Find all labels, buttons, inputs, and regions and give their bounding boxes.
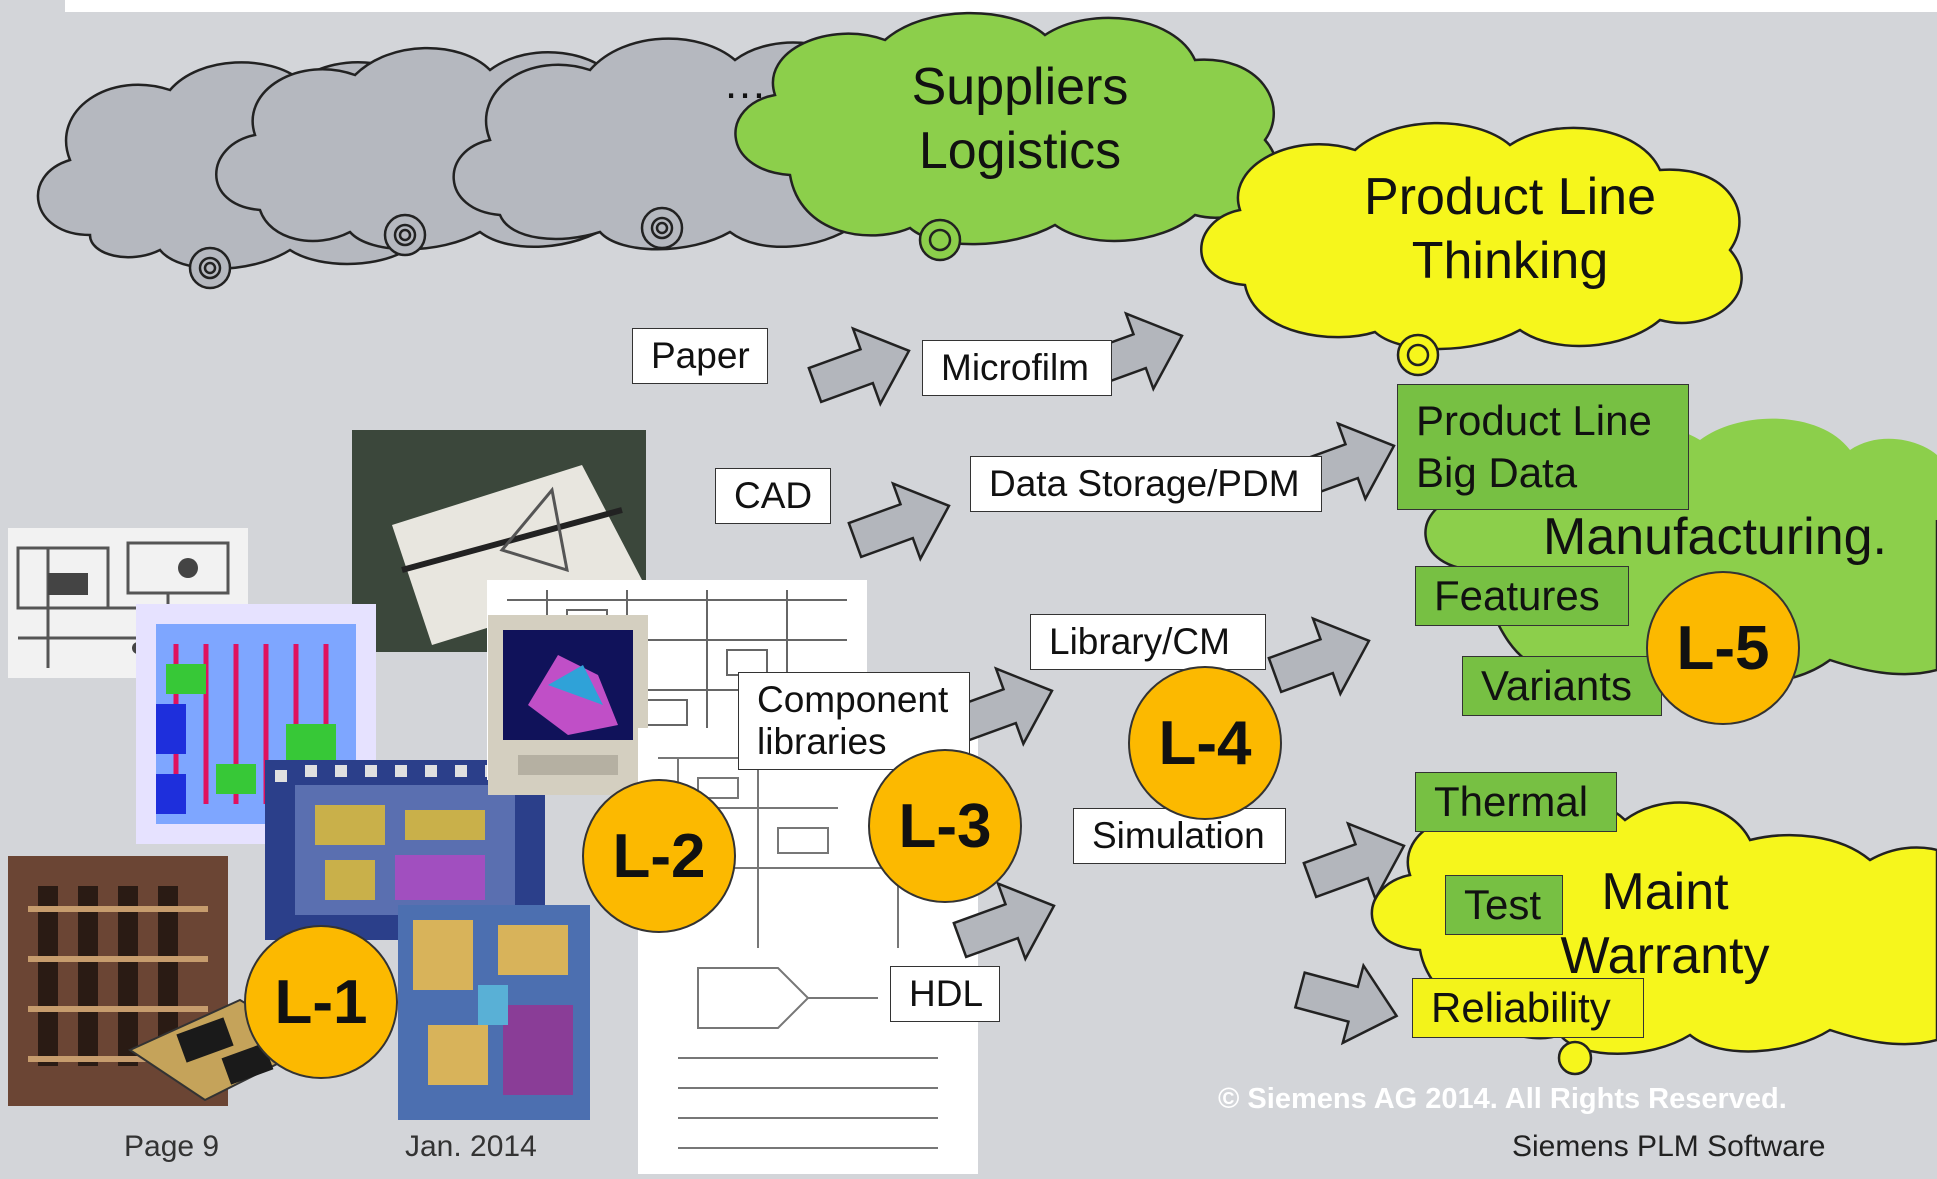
level-l5-badge: L-5 [1646, 571, 1800, 725]
arrow-to-reliability [1288, 950, 1409, 1056]
arrow-simulation-maint [1295, 806, 1419, 919]
reliability-box: Reliability [1412, 978, 1644, 1038]
copyright-notice: © Siemens AG 2014. All Rights Reserved. [1218, 1083, 1787, 1115]
features-box: Features [1415, 566, 1629, 626]
page-number: Page 9 [124, 1130, 220, 1163]
hdl-box: HDL [890, 966, 1000, 1022]
arrow-paper-microfilm [800, 311, 924, 424]
suppliers-logistics-label: Suppliers Logistics [911, 58, 1129, 180]
arrow-library-manufacturing [1260, 601, 1384, 714]
chip-layout-thumbnail [136, 604, 376, 844]
variants-box: Variants [1462, 656, 1662, 716]
data-storage-box: Data Storage/PDM [970, 456, 1322, 512]
top-bar [65, 0, 1937, 12]
maint-warranty-label: Maint Warranty [1560, 863, 1770, 985]
level-l1-badge: L-1 [244, 925, 398, 1079]
level-l3-badge: L-3 [868, 749, 1022, 903]
thermal-box: Thermal [1415, 772, 1617, 832]
arrow-cad-data-storage [840, 466, 964, 579]
simulation-box: Simulation [1073, 808, 1286, 864]
company-name: Siemens PLM Software [1512, 1130, 1826, 1163]
big-data-box: Product Line Big Data [1397, 384, 1689, 510]
cad-box: CAD [715, 468, 831, 524]
paper-box: Paper [632, 328, 768, 384]
yellow-cloud-product-line [1200, 121, 1743, 377]
component-libraries-box: Component libraries [738, 672, 970, 770]
die-photo-thumbnail [398, 905, 590, 1120]
level-l4-badge: L-4 [1128, 666, 1282, 820]
footer-date: Jan. 2014 [405, 1130, 537, 1163]
library-cm-box: Library/CM [1030, 614, 1266, 670]
manufacturing-label: Manufacturing. [1543, 508, 1887, 566]
circuit-board-photo [8, 856, 228, 1106]
green-cloud-suppliers [734, 11, 1278, 262]
test-box: Test [1445, 875, 1563, 935]
microfilm-box: Microfilm [922, 340, 1112, 396]
crt-monitor-photo [488, 615, 648, 795]
product-line-thinking-label: Product Line Thinking [1364, 168, 1656, 290]
ellipsis-label: … [723, 59, 767, 108]
level-l2-badge: L-2 [582, 779, 736, 933]
